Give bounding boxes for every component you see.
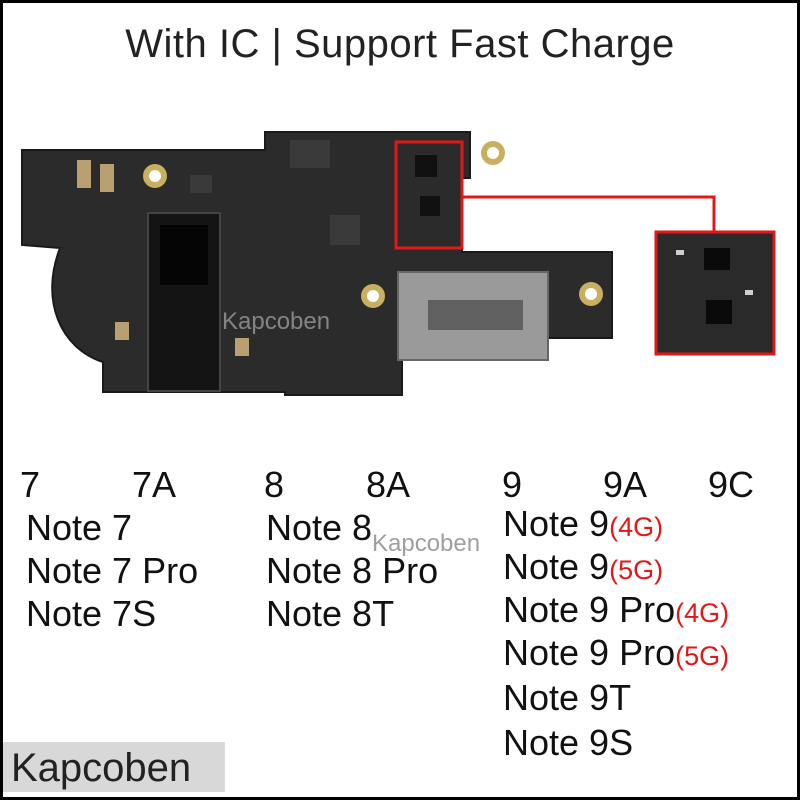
mount-hole-center (367, 290, 379, 302)
model-short: 7 (20, 464, 41, 505)
model-short: 9 (502, 464, 523, 505)
contact-pad (100, 164, 114, 192)
model-name: Note 9T (503, 677, 632, 718)
model-short: 8 (264, 464, 285, 505)
model-name: Note 8 Pro (266, 550, 439, 591)
model-entry: Note 9 Pro(5G) (503, 635, 729, 671)
model-name: Note 7 Pro (26, 550, 199, 591)
component-cluster (330, 215, 360, 245)
watermark-center: Kapcoben (372, 530, 481, 557)
model-short: 8A (366, 464, 411, 505)
brand-label: Kapcoben (3, 742, 225, 792)
component (115, 322, 129, 340)
model-name: Note 7S (26, 593, 157, 634)
brand-text: Kapcoben (11, 746, 192, 790)
contact-pad (77, 160, 91, 188)
component-cluster (290, 140, 330, 168)
audio-jack-opening (160, 225, 208, 285)
charging-board-photo (21, 131, 776, 396)
model-name: Note 8T (266, 593, 395, 634)
network-tag: (5G) (675, 641, 730, 671)
zoom-ic-chip (706, 300, 732, 324)
zoom-ic-chip (704, 248, 730, 270)
network-tag: (5G) (609, 555, 664, 585)
ic-chip (420, 196, 440, 216)
zoom-component (676, 250, 684, 255)
model-name: Note 9 (503, 546, 610, 587)
model-short: 7A (132, 464, 177, 505)
network-tag: (4G) (609, 512, 664, 542)
model-short: 9A (603, 464, 648, 505)
model-entry: Note 9(4G) (503, 506, 663, 542)
ic-chip (415, 155, 437, 177)
model-name: Note 8 (266, 507, 373, 548)
model-name: Note 9S (503, 722, 634, 763)
component-cluster (190, 175, 212, 193)
network-tag: (4G) (675, 598, 730, 628)
model-name: Note 9 Pro (503, 632, 676, 673)
mount-hole-center (585, 288, 597, 300)
model-name: Note 7 (26, 507, 133, 548)
model-entry: Note 9(5G) (503, 549, 663, 585)
model-short: 9C (708, 464, 755, 505)
ic-highlight-box (394, 140, 464, 250)
page-title: With IC | Support Fast Charge (125, 22, 675, 66)
mount-hole-center (149, 170, 161, 182)
mount-hole-center (487, 147, 499, 159)
usb-c-port-inner (428, 300, 523, 330)
model-name: Note 9 Pro (503, 589, 676, 630)
model-entry: Note 9 Pro(4G) (503, 592, 729, 628)
zoom-component (745, 290, 753, 295)
component (235, 338, 249, 356)
watermark-board: Kapcoben (222, 308, 331, 335)
highlight-connector-line (462, 195, 716, 232)
model-name: Note 9 (503, 503, 610, 544)
